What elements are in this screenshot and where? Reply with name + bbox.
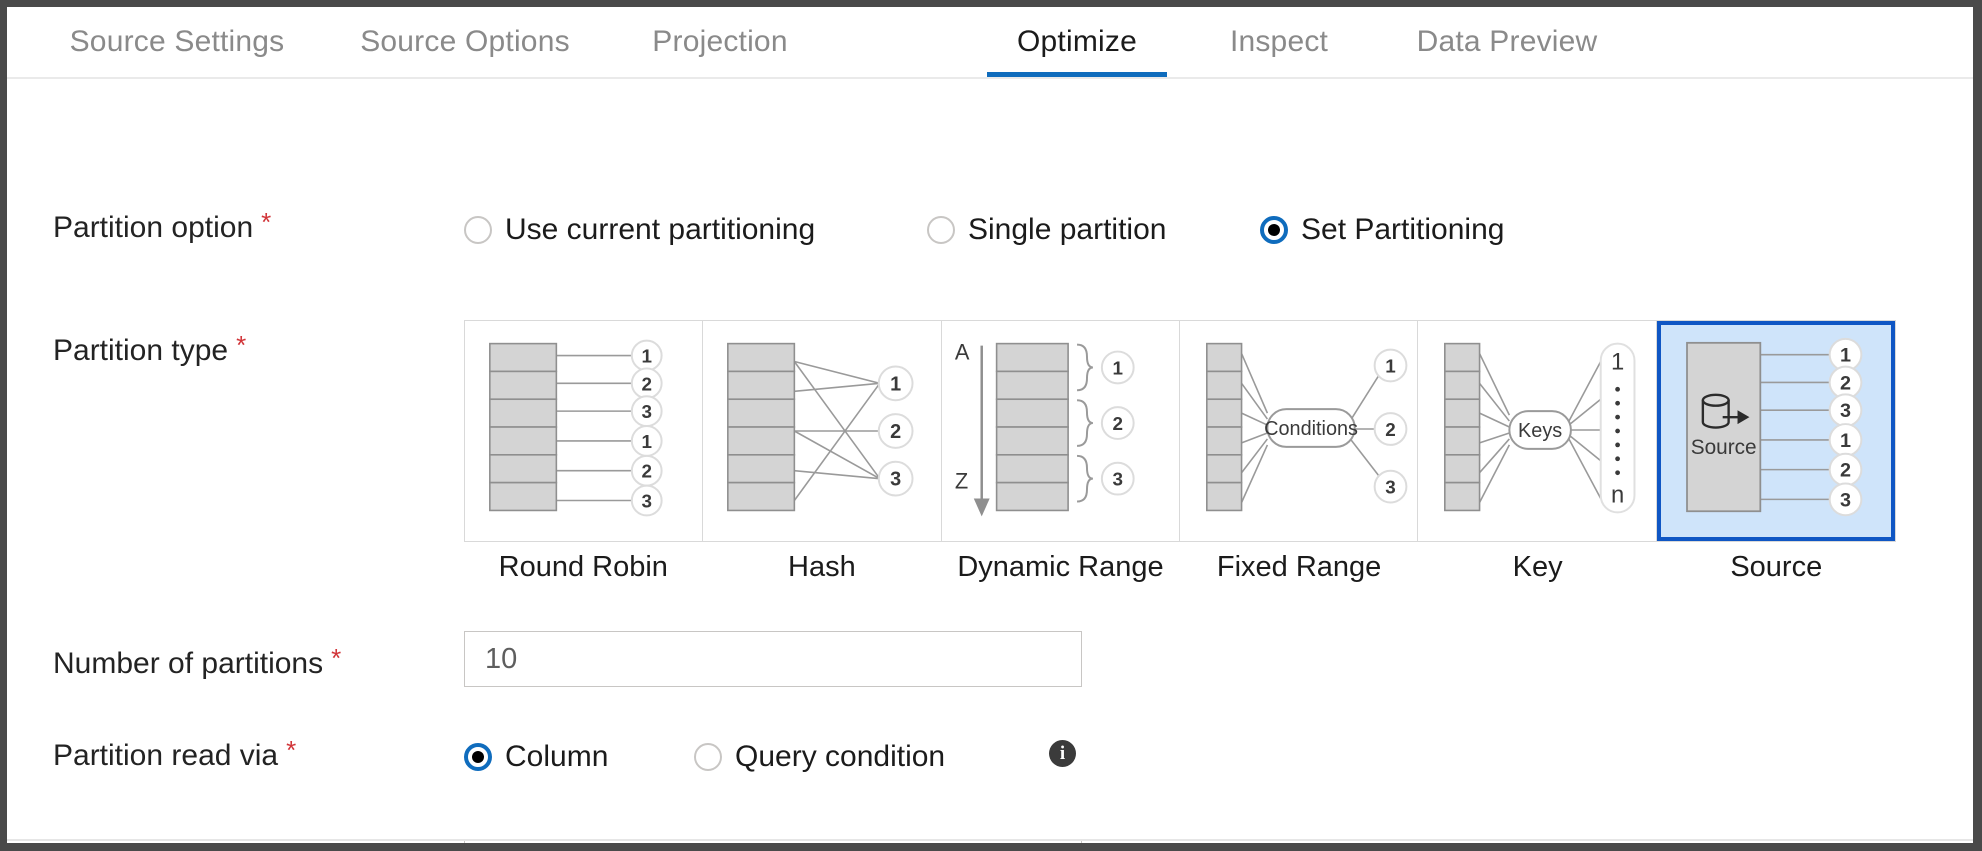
round-robin-diagram-icon: 1 2 3 1 2 3	[489, 339, 663, 517]
tab-label: Source Settings	[69, 25, 285, 58]
tab-optimize[interactable]: Optimize	[987, 7, 1167, 77]
key-hub-label: Keys	[1518, 420, 1562, 442]
partition-option-radio-single[interactable]: Single partition	[927, 213, 1166, 247]
svg-text:2: 2	[641, 373, 652, 394]
source-diagram-icon: Source 1 2 3 1 2 3	[1685, 337, 1862, 517]
card-label-hash: Hash	[788, 551, 856, 583]
radio-mark[interactable]	[464, 216, 492, 244]
partition-type-card-group: 1 2 3 1 2 3	[464, 320, 1896, 542]
partition-type-card-hash[interactable]: 1 2 3	[703, 321, 942, 541]
key-range-start: 1	[1611, 348, 1624, 375]
fixed-range-diagram-icon: Conditions 1 2 3	[1206, 342, 1408, 512]
input-value: 10	[485, 642, 518, 675]
partition-type-label: Partition type*	[53, 330, 247, 367]
radio-mark[interactable]	[694, 743, 722, 771]
svg-text:2: 2	[641, 461, 652, 482]
radio-label: Single partition	[968, 213, 1167, 246]
svg-text:1: 1	[641, 431, 652, 452]
partition-read-via-radio-query-condition[interactable]: Query condition	[694, 740, 945, 774]
svg-text:1: 1	[1840, 345, 1851, 367]
svg-text:2: 2	[890, 421, 901, 443]
radio-mark[interactable]	[464, 743, 492, 771]
partition-type-card-labels: Round Robin Hash Dynamic Range Fixed Ran…	[464, 551, 1896, 584]
source-box-label: Source	[1690, 436, 1756, 459]
card-label-key: Key	[1512, 551, 1563, 583]
tab-label: Source Options	[360, 25, 570, 58]
range-end-label: Z	[955, 469, 968, 494]
tab-underline	[987, 72, 1167, 77]
panel-bottom-divider	[7, 839, 1973, 841]
radio-label: Use current partitioning	[505, 213, 816, 246]
hash-diagram-icon: 1 2 3	[727, 342, 914, 512]
partition-option-radio-use-current[interactable]: Use current partitioning	[464, 213, 815, 247]
radio-label: Query condition	[735, 740, 946, 773]
svg-text:2: 2	[1840, 372, 1851, 394]
partition-type-card-round-robin[interactable]: 1 2 3 1 2 3	[465, 321, 704, 541]
svg-text:1: 1	[1112, 357, 1123, 378]
fixed-range-hub-label: Conditions	[1264, 418, 1358, 440]
card-label-dynamic-range: Dynamic Range	[957, 551, 1164, 583]
radio-mark[interactable]	[1260, 216, 1288, 244]
tab-bar: Source Settings Source Options Projectio…	[7, 7, 1973, 79]
key-diagram-icon: Keys 1 n	[1444, 342, 1636, 514]
required-asterisk: *	[261, 207, 272, 237]
number-of-partitions-label: Number of partitions*	[53, 643, 342, 680]
radio-label: Set Partitioning	[1301, 213, 1505, 246]
svg-text:3: 3	[641, 490, 652, 511]
card-label-fixed-range: Fixed Range	[1216, 551, 1382, 583]
partition-read-via-info-icon[interactable]: i	[1049, 740, 1076, 767]
tab-label: Projection	[652, 25, 788, 58]
svg-text:2: 2	[1385, 419, 1396, 440]
svg-text:3: 3	[1112, 469, 1123, 490]
partition-read-via-label: Partition read via*	[53, 735, 297, 772]
tab-label: Optimize	[1017, 25, 1137, 58]
radio-label: Column	[505, 740, 609, 773]
tab-source-options[interactable]: Source Options	[345, 7, 585, 77]
radio-mark[interactable]	[927, 216, 955, 244]
partition-option-label: Partition option*	[53, 207, 272, 244]
optimize-panel: Source Settings Source Options Projectio…	[7, 7, 1973, 843]
svg-text:1: 1	[890, 373, 901, 395]
svg-text:3: 3	[890, 469, 901, 491]
tab-label: Data Preview	[1416, 25, 1598, 58]
card-label-source: Source	[1730, 551, 1823, 583]
svg-text:1: 1	[641, 345, 652, 366]
svg-text:2: 2	[1840, 460, 1851, 482]
card-label-round-robin: Round Robin	[498, 551, 668, 583]
required-asterisk: *	[286, 735, 297, 765]
svg-text:2: 2	[1112, 413, 1123, 434]
required-asterisk: *	[331, 643, 342, 673]
tab-projection[interactable]: Projection	[625, 7, 815, 77]
number-of-partitions-input[interactable]: 10	[464, 631, 1082, 687]
partition-option-radio-set-partitioning[interactable]: Set Partitioning	[1260, 213, 1504, 247]
svg-text:3: 3	[1840, 489, 1851, 511]
partition-type-card-fixed-range[interactable]: Conditions 1 2 3	[1179, 321, 1419, 541]
partition-type-card-source[interactable]: Source 1 2 3 1 2 3	[1656, 321, 1895, 541]
tab-label: Inspect	[1229, 25, 1329, 58]
partition-type-card-key[interactable]: Keys 1 n	[1418, 321, 1657, 541]
partition-read-via-radio-column[interactable]: Column	[464, 740, 608, 774]
dynamic-range-diagram-icon: A Z	[955, 340, 1135, 517]
svg-text:3: 3	[1385, 477, 1396, 498]
required-asterisk: *	[236, 330, 247, 360]
svg-text:3: 3	[1840, 400, 1851, 422]
partition-type-card-dynamic-range[interactable]: A Z	[941, 321, 1180, 541]
optimize-form: Partition option* Use current partitioni…	[7, 79, 1973, 843]
key-range-end: n	[1611, 481, 1624, 508]
svg-text:3: 3	[641, 401, 652, 422]
range-start-label: A	[955, 340, 970, 365]
svg-text:1: 1	[1840, 430, 1851, 452]
tab-data-preview[interactable]: Data Preview	[1392, 7, 1622, 77]
tab-inspect[interactable]: Inspect	[1204, 7, 1354, 77]
svg-text:1: 1	[1385, 355, 1396, 376]
tab-source-settings[interactable]: Source Settings	[53, 7, 301, 77]
